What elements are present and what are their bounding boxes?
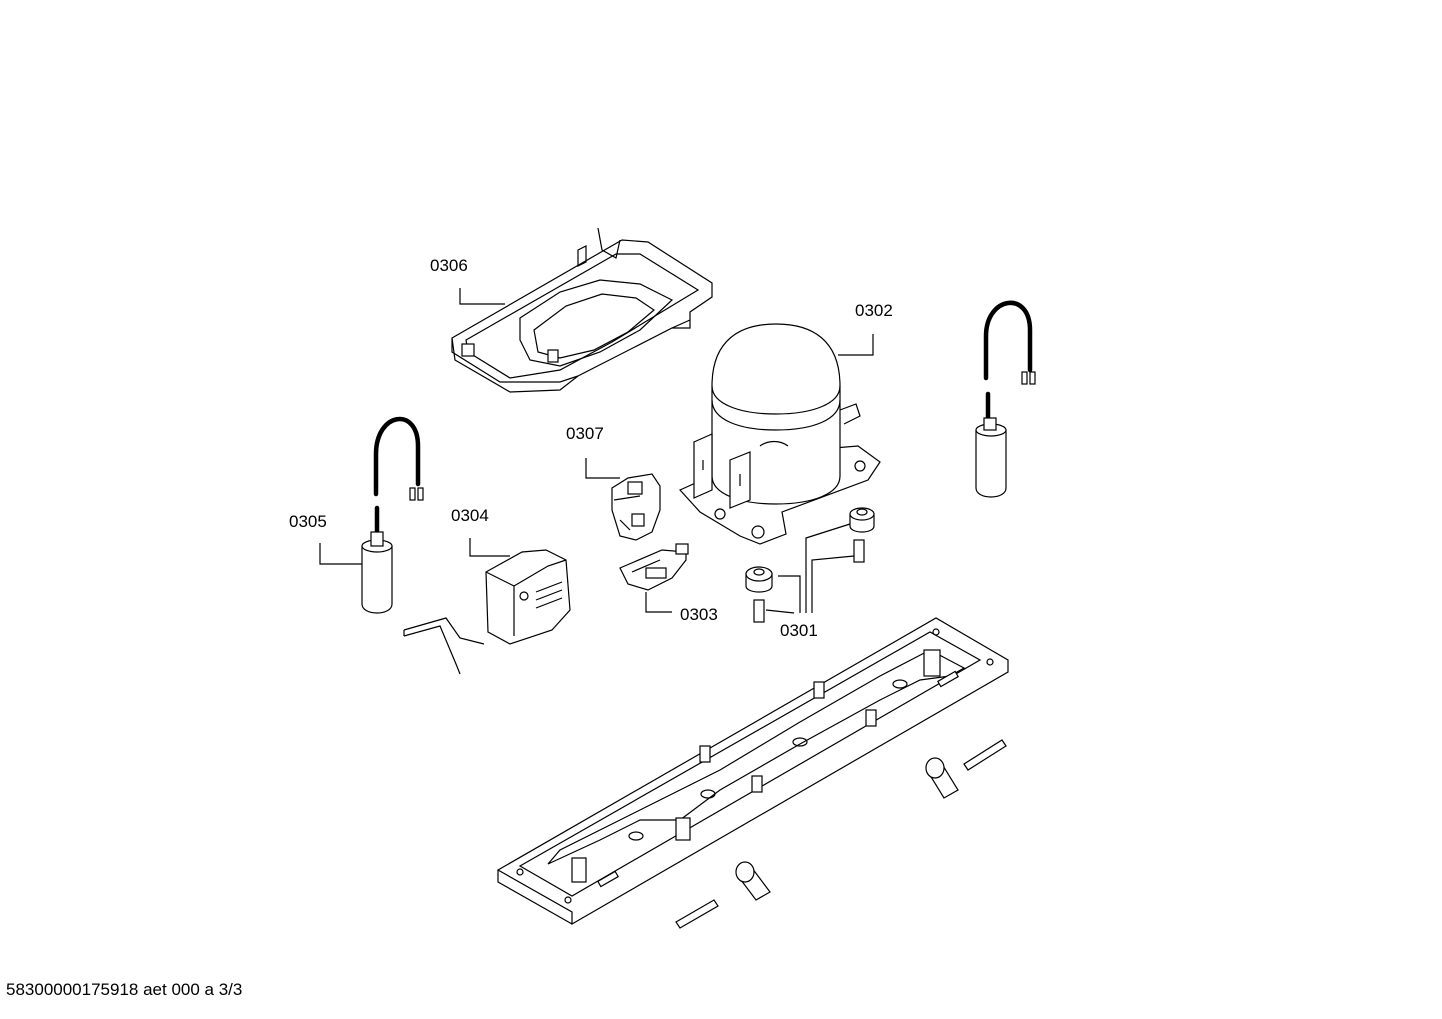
label-0307: 0307 <box>566 424 604 443</box>
part-0301-grommets[interactable] <box>745 507 875 623</box>
leader-0304 <box>469 538 510 557</box>
part-rail-bushes[interactable] <box>675 739 1007 929</box>
part-capacitor-right[interactable] <box>975 300 1036 498</box>
leader-0303 <box>645 592 672 613</box>
document-footer: 58300000175918 aet 000 a 3/3 <box>6 980 243 999</box>
label-0304: 0304 <box>451 506 489 525</box>
leader-0301 <box>765 523 855 614</box>
label-0301: 0301 <box>780 621 818 640</box>
part-0305-capacitor[interactable] <box>361 416 424 614</box>
part-0302-compressor[interactable] <box>679 323 881 545</box>
label-0305: 0305 <box>289 512 327 531</box>
leader-0307 <box>585 458 620 479</box>
label-0302: 0302 <box>855 301 893 320</box>
leader-0305 <box>319 543 362 565</box>
part-0307-relay[interactable] <box>611 473 661 541</box>
part-clip[interactable] <box>403 617 485 675</box>
part-0303-protector[interactable] <box>619 543 689 591</box>
leader-0306 <box>459 288 505 305</box>
part-0304-cover[interactable] <box>485 549 571 645</box>
part-base-rail[interactable] <box>496 617 1009 926</box>
leader-0302 <box>838 334 874 356</box>
label-0306: 0306 <box>430 256 468 275</box>
part-0306-tray[interactable] <box>451 227 713 393</box>
label-0303: 0303 <box>680 605 718 624</box>
